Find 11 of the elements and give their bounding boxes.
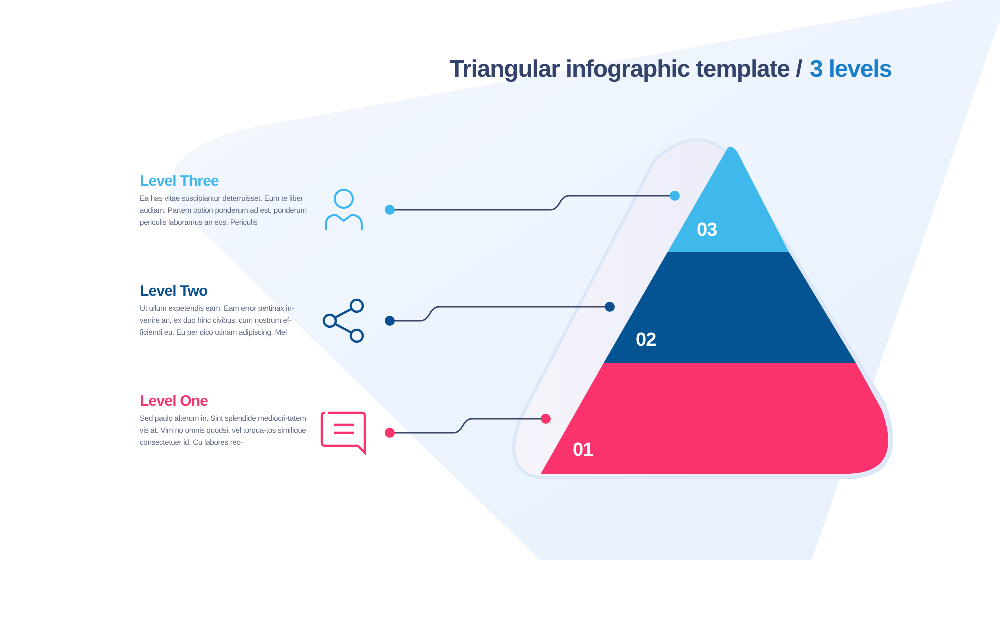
level-heading: Level Two xyxy=(140,283,209,300)
level-heading: Level One xyxy=(140,393,210,410)
title-accent: 3 levels xyxy=(810,56,892,84)
connector-line xyxy=(385,414,551,438)
connector-line xyxy=(385,191,680,215)
connector-line xyxy=(385,302,615,326)
level-number: 01 xyxy=(573,440,594,462)
title: Triangular infographic template / xyxy=(450,56,802,84)
level-heading: Level Three xyxy=(140,173,220,190)
level-number: 03 xyxy=(697,220,718,242)
level-number: 02 xyxy=(636,330,656,352)
